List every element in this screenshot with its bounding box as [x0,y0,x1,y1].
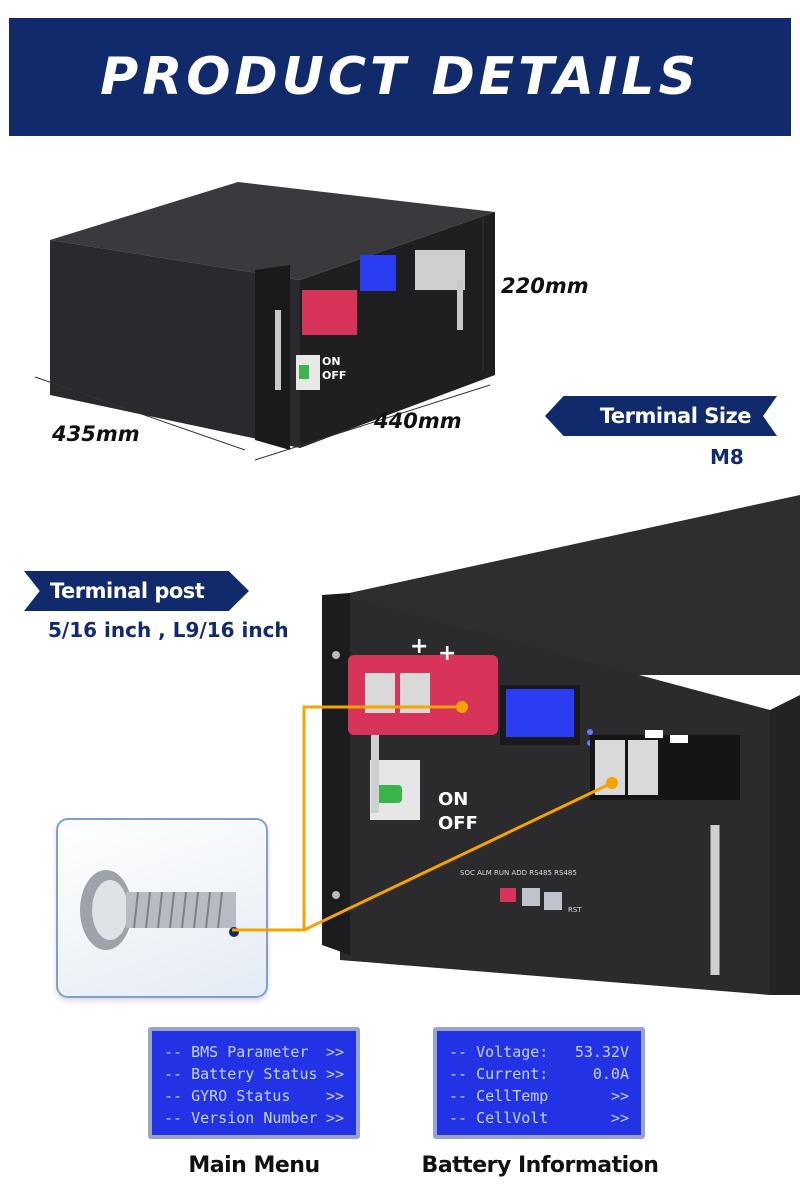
terminal-size-value: M8 [710,445,744,469]
menu-row-label: -- Battery Status [164,1065,318,1083]
lcd-row: -- Current: 0.0A [449,1063,629,1085]
rs485-port-1 [522,888,540,906]
info-row-value: >> [610,1109,629,1127]
depth-dimension-label: 435mm [52,422,140,446]
lcd-row: -- Battery Status >> [164,1063,344,1085]
height-dimension-label: 220mm [501,274,589,298]
menu-row-value: >> [325,1065,344,1083]
title-banner: PRODUCT DETAILS [9,18,791,136]
negative-terminal-small [415,250,465,290]
menu-row-value: >> [325,1043,344,1061]
bolt-icon [80,870,239,950]
menu-row-label: -- Version Number [164,1109,318,1127]
terminal-post-value: 5/16 inch , L9/16 inch [48,618,289,642]
battery-dimension-illustration: ON OFF [34,182,495,461]
rs485-port-2 [544,892,562,910]
bolt-inset [56,818,268,998]
terminal-post-tag: Terminal post [24,571,249,611]
menu-row-label: -- GYRO Status [164,1087,291,1105]
port-labels: SOC ALM RUN ADD RS485 RS485 [460,869,577,877]
switch-off-small: OFF [322,369,346,382]
rack-ear [255,265,290,450]
closeup-side-face [770,695,800,995]
info-row-label: -- CellTemp [449,1087,549,1105]
terminal-size-tag: Terminal Size [545,396,777,436]
dip-switch [500,888,516,902]
battery-closeup-illustration: + + ON OFF SOC ALM RUN ADD RS485 RS485 R… [322,495,800,995]
battery-info-caption: Battery Information [421,1153,659,1178]
plus-sign-1: + [410,634,428,659]
banner-title: PRODUCT DETAILS [100,47,700,107]
terminal-post-label: Terminal post [50,579,205,603]
width-dimension-label: 440mm [374,409,462,433]
lcd-row: -- Version Number >> [164,1107,344,1129]
lcd-row: -- Voltage: 53.32V [449,1041,629,1063]
depth-dimension-line [34,376,246,451]
switch-on-label: ON [438,789,468,810]
info-row-label: -- Current: [449,1065,549,1083]
lcd-row: -- CellTemp >> [449,1085,629,1107]
menu-row-label: -- BMS Parameter [164,1043,309,1061]
battery-top-face [50,182,495,280]
plus-sign-2: + [438,641,456,666]
breaker-lever-small [299,365,309,379]
lcd-row: -- GYRO Status >> [164,1085,344,1107]
menu-row-value: >> [325,1087,344,1105]
terminal-size-label: Terminal Size [599,404,752,428]
closeup-rack-ear [322,593,350,955]
lcd-display-small [360,255,396,291]
main-menu-lcd: -- BMS Parameter >> -- Battery Status >>… [148,1027,360,1139]
info-row-label: -- CellVolt [449,1109,549,1127]
lcd-row: -- CellVolt >> [449,1107,629,1129]
battery-info-lcd: -- Voltage: 53.32V -- Current: 0.0A -- C… [433,1027,645,1139]
battery-side-face [50,240,300,448]
lcd-row: -- BMS Parameter >> [164,1041,344,1063]
main-menu-caption: Main Menu [188,1153,320,1178]
menu-row-value: >> [325,1109,344,1127]
switch-on-small: ON [322,355,341,368]
positive-terminal-small [302,290,357,335]
switch-off-label: OFF [438,813,478,834]
info-row-value: >> [610,1087,629,1105]
info-row-value: 0.0A [592,1065,629,1083]
info-row-value: 53.32V [574,1043,629,1061]
info-row-label: -- Voltage: [449,1043,549,1061]
reset-label: RST [568,906,582,914]
width-dimension-line [254,384,491,461]
